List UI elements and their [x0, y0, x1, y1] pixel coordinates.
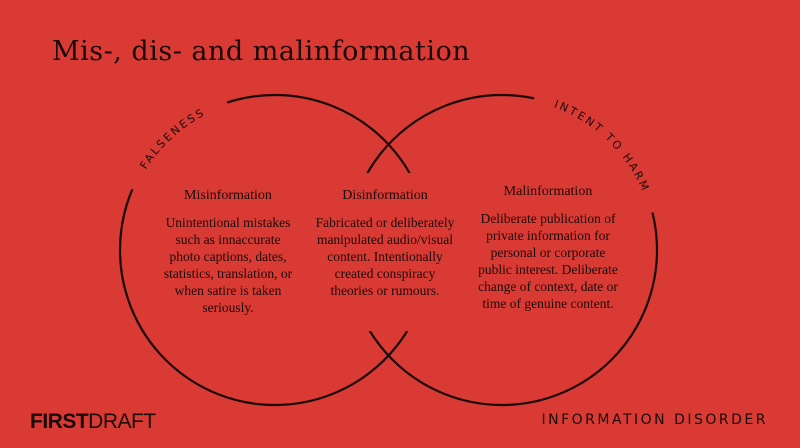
firstdraft-logo: FIRSTDRAFT — [30, 410, 156, 434]
logo-light: DRAFT — [88, 410, 156, 433]
intent-to-harm-label: INTENT TO HARM — [552, 98, 652, 195]
falseness-label-gap — [124, 94, 230, 193]
falseness-label-text: FALSENESS — [137, 106, 205, 172]
disinformation-heading: Disinformation — [342, 188, 428, 203]
misinformation-heading: Misinformation — [184, 188, 272, 203]
falseness-label: FALSENESS — [137, 106, 207, 172]
misinformation-section: Misinformation Unintentional mistakes su… — [163, 187, 293, 316]
malinformation-section: Malinformation Deliberate publication of… — [474, 183, 622, 312]
disinformation-body: Fabricated or deliberately manipulated a… — [315, 215, 455, 298]
misinformation-body: Unintentional mistakes such as innaccura… — [163, 215, 293, 315]
page-title: Mis-, dis- and malinformation — [52, 36, 471, 67]
malinformation-body: Deliberate publication of private inform… — [478, 211, 618, 311]
disinformation-section: Disinformation Fabricated or deliberatel… — [315, 187, 455, 299]
series-title: INFORMATION DISORDER — [541, 412, 768, 428]
malinformation-heading: Malinformation — [503, 184, 593, 199]
intent-to-harm-label-text: INTENT TO HARM — [552, 98, 649, 195]
center-gap — [335, 173, 445, 331]
intent-to-harm-label-gap — [532, 90, 661, 215]
logo-bold: FIRST — [30, 410, 89, 433]
